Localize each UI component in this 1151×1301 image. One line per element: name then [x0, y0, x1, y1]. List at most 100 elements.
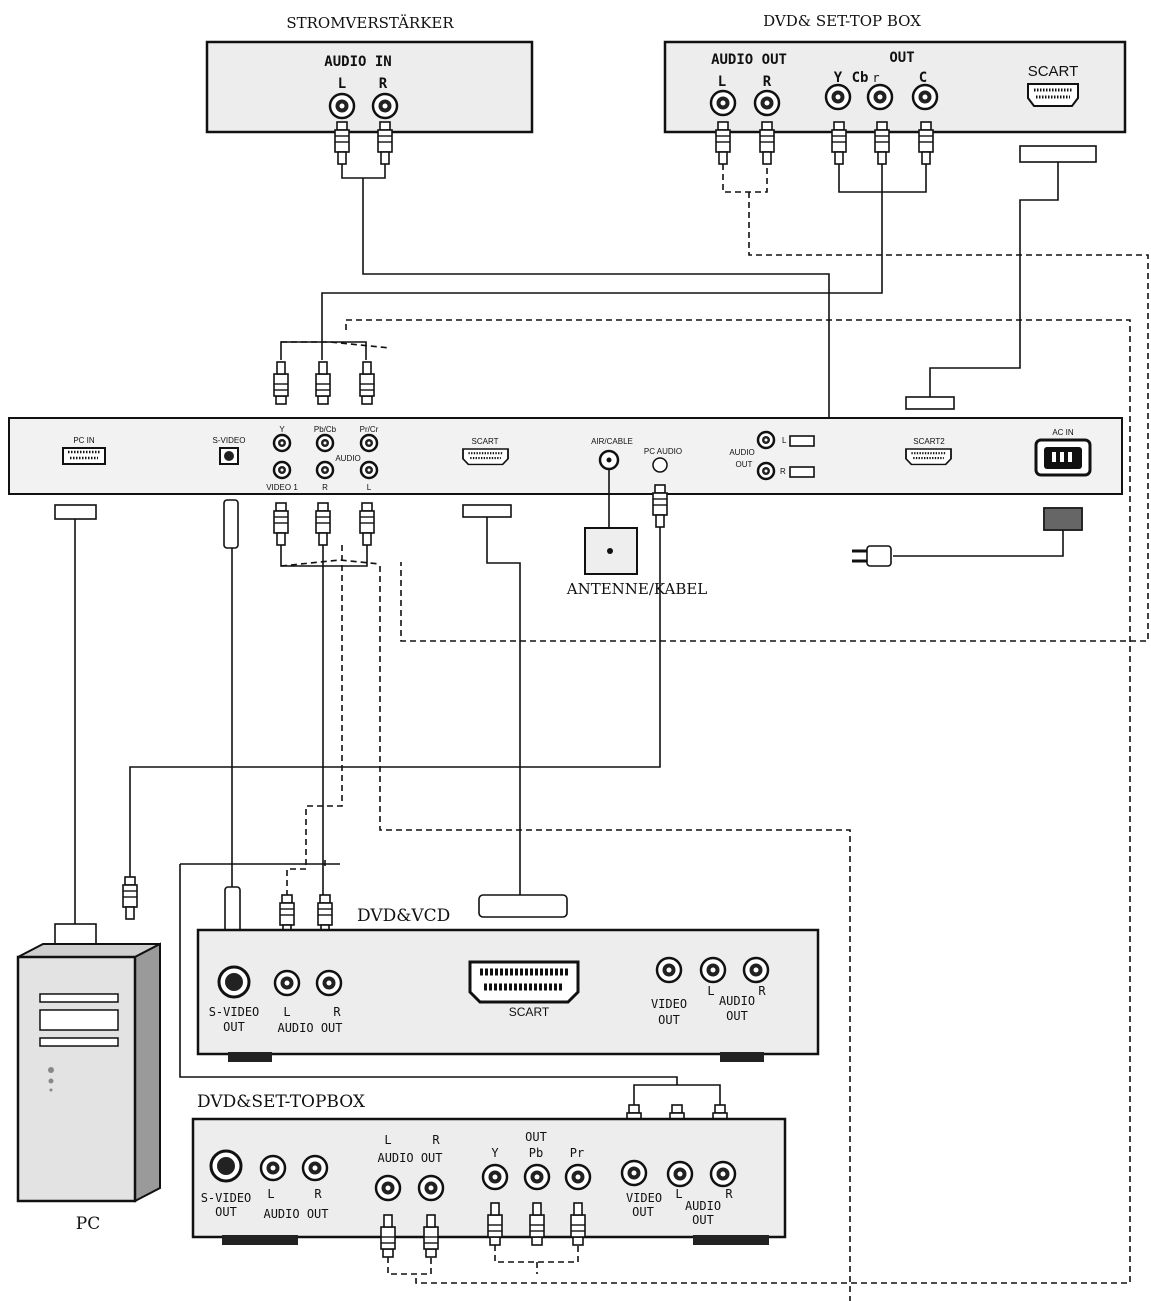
dvd-stb-bottom-audio-label: AUDIO	[685, 1199, 721, 1213]
dvd-vcd-title: DVD&VCD	[357, 906, 450, 926]
dvd-stb-top-l-label: L	[718, 74, 726, 90]
tv-pc-in-label: PC IN	[73, 436, 95, 445]
amplifier-jack-r	[371, 92, 399, 120]
dvd-stb-bottom-svideo-label: S-VIDEO	[201, 1191, 252, 1205]
dvd-stb-top-plug-y	[831, 121, 847, 165]
dvd-stb-bottom-device: DVD&SET-TOPBOX S-VIDEO OUT L R AUDIO OUT…	[191, 1084, 787, 1275]
dvd-stb-bottom-jack-top-r	[417, 1174, 445, 1202]
amplifier-plug-l	[334, 121, 350, 165]
tv-rear-panel: PC IN S-VIDEO Y Pb/Cb Pr/Cr AUDIO VIDEO …	[8, 417, 1123, 495]
pc-label: PC	[76, 1214, 100, 1234]
dvd-vcd-svideo-label: S-VIDEO	[209, 1005, 260, 1019]
dvd-stb-top-plug-c	[918, 121, 934, 165]
tv-jack-video1	[272, 460, 292, 480]
dvd-vcd-audio-label: AUDIO	[719, 994, 755, 1008]
tv-audio-out-label-b: OUT	[736, 460, 753, 469]
dvd-stb-top-scart-plug	[1019, 145, 1097, 163]
tv-audio-out-l: L	[782, 436, 787, 445]
dvd-stb-top-jack-c	[911, 83, 939, 111]
tv-r-label: R	[322, 483, 328, 492]
dvd-stb-bottom-jack-video	[620, 1159, 648, 1187]
dvd-stb-top-device: DVD& SET-TOP BOX AUDIO OUT L R OUT Y Cb …	[663, 12, 1127, 165]
tv-scart2-port	[904, 447, 953, 466]
amplifier-l-label: L	[338, 76, 346, 92]
dvd-stb-top-scart-label: SCART	[1028, 63, 1079, 80]
dvd-stb-bottom-l2-label: L	[675, 1187, 682, 1201]
dvd-stb-bottom-l-label: L	[267, 1187, 274, 1201]
dvd-stb-bottom-title: DVD&SET-TOPBOX	[197, 1092, 366, 1112]
dvd-stb-bottom-audio-out2: OUT	[692, 1213, 714, 1227]
tv-scart-label: SCART	[472, 437, 499, 446]
dvd-stb-top-plug-cb	[874, 121, 890, 165]
dvd-vcd-jack-r	[315, 969, 343, 997]
dvd-vcd-r2-label: R	[758, 984, 766, 998]
tv-pc-audio-label: PC AUDIO	[644, 447, 682, 456]
dvd-vcd-audio-out-label: AUDIO OUT	[277, 1021, 342, 1035]
tv-jack-audio-r	[315, 460, 335, 480]
dvd-stb-bottom-jack-r	[301, 1154, 329, 1182]
dvd-vcd-svideo-out: OUT	[223, 1020, 245, 1034]
dvd-stb-bottom-out-label: OUT	[525, 1130, 547, 1144]
tv-pb-cb-label: Pb/Cb	[314, 425, 337, 434]
dvd-stb-top-title: DVD& SET-TOP BOX	[763, 12, 921, 30]
dvd-stb-top-cb-label: Cb	[852, 70, 869, 86]
dvd-stb-top-y-label: Y	[834, 70, 843, 86]
dvd-stb-top-plug-r	[759, 121, 775, 165]
dvd-stb-top-cr-label: r	[872, 71, 879, 85]
dvd-stb-bottom-r-top: R	[432, 1133, 440, 1147]
dvd-stb-bottom-r-label: R	[314, 1187, 322, 1201]
tv-audio-out-r: R	[780, 467, 786, 476]
amplifier-plug-r	[377, 121, 393, 165]
dvd-stb-top-plug-l	[715, 121, 731, 165]
tv-video1-label: VIDEO 1	[266, 483, 298, 492]
tv-jack-audio-l	[359, 460, 379, 480]
dvd-stb-bottom-jack-y	[481, 1163, 509, 1191]
dvd-stb-bottom-video-out: OUT	[632, 1205, 654, 1219]
dvd-stb-top-jack-r	[753, 89, 781, 117]
amplifier-title: STROMVERSTÄRKER	[286, 14, 454, 32]
tv-scart2-label: SCART2	[913, 437, 945, 446]
amplifier-jack-l	[328, 92, 356, 120]
amplifier-device: STROMVERSTÄRKER AUDIO IN L R	[205, 14, 534, 165]
dvd-stb-bottom-video-label: VIDEO	[626, 1191, 662, 1205]
dvd-stb-bottom-jack-audio-l	[666, 1160, 694, 1188]
wires-bottom: ANTENNE/KABEL	[54, 469, 1083, 1301]
dvd-vcd-jack-video	[655, 956, 683, 984]
dvd-vcd-jack-l	[273, 969, 301, 997]
dvd-vcd-jack-audio-l	[699, 956, 727, 984]
dvd-vcd-scart-port	[468, 960, 580, 1004]
tv-jack-y	[272, 433, 292, 453]
tv-pr-cr-label: Pr/Cr	[360, 425, 379, 434]
dvd-stb-bottom-jack-pr	[564, 1163, 592, 1191]
dvd-stb-bottom-jack-audio-r	[709, 1160, 737, 1188]
dvd-stb-bottom-jack-pb	[523, 1163, 551, 1191]
dvd-stb-top-out-label: OUT	[889, 50, 914, 66]
dvd-vcd-video-out: OUT	[658, 1013, 680, 1027]
tv-audio-out-jack-r	[756, 461, 776, 481]
dvd-stb-bottom-pb-label: Pb	[529, 1146, 543, 1160]
tv-jack-pr	[359, 433, 379, 453]
tv-l-label: L	[367, 483, 372, 492]
tv-jack-pb	[315, 433, 335, 453]
tv-air-cable-label: AIR/CABLE	[591, 437, 633, 446]
tv-ac-in-label: AC IN	[1052, 428, 1074, 437]
dvd-vcd-l-label: L	[283, 1005, 290, 1019]
tv-audio-out-jack-l	[756, 430, 776, 450]
dvd-vcd-scart-label: SCART	[509, 1005, 550, 1019]
tv-pc-audio-port	[652, 457, 668, 473]
dvd-stb-bottom-r2-label: R	[725, 1187, 733, 1201]
amplifier-r-label: R	[379, 76, 388, 92]
dvd-stb-bottom-pr-label: Pr	[570, 1146, 584, 1160]
tv-pc-in-port	[62, 447, 106, 465]
amplifier-audio-in-label: AUDIO IN	[324, 54, 391, 70]
tv-audio-out-label-a: AUDIO	[729, 448, 754, 457]
amplifier-box	[205, 40, 534, 134]
dvd-stb-top-r-label: R	[763, 74, 772, 90]
dvd-stb-bottom-svideo-out: OUT	[215, 1205, 237, 1219]
tv-audio-label: AUDIO	[335, 454, 360, 463]
wires-top	[273, 162, 1149, 1284]
dvd-stb-top-audio-out-label: AUDIO OUT	[711, 52, 787, 68]
pc-tower: PC	[16, 942, 161, 1234]
dvd-vcd-device: DVD&VCD S-VIDEO OUT L R AUDIO OUT SCART …	[196, 894, 820, 1062]
tv-panel-box	[8, 417, 1123, 495]
